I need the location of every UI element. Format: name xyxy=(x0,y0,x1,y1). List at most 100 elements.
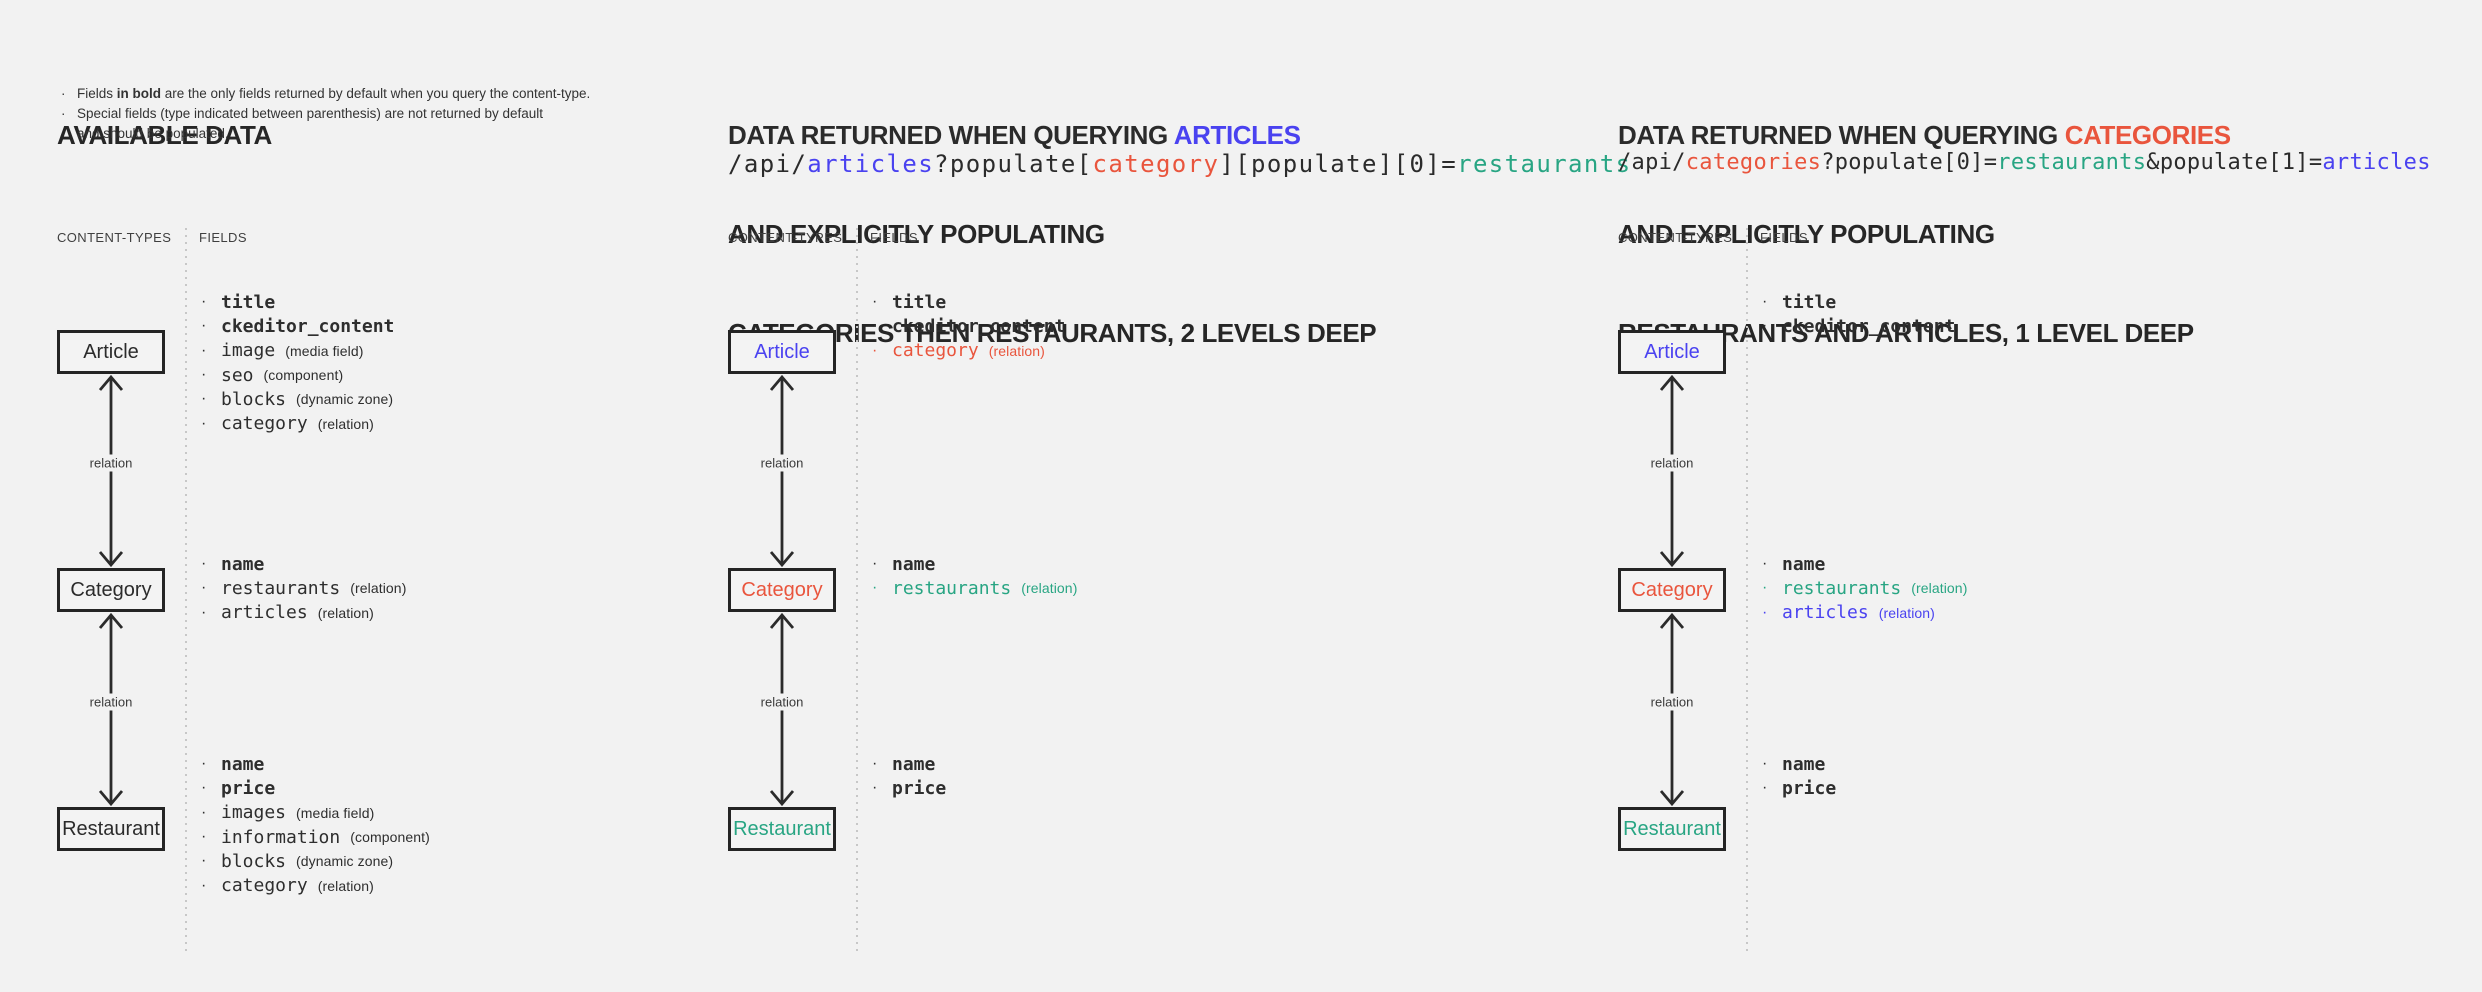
field-name: category xyxy=(221,875,308,897)
code-segment: category xyxy=(1092,150,1220,178)
content-types-header: CONTENT-TYPES xyxy=(728,230,843,245)
title-line: AVAILABLE DATA xyxy=(57,119,272,150)
field-name: blocks xyxy=(221,388,287,410)
note-item: · Fields in bold are the only fields ret… xyxy=(58,84,590,104)
field-item: · category (relation) xyxy=(199,873,430,897)
field-item: · blocks (dynamic zone) xyxy=(199,387,394,411)
title-segment: CATEGORIES xyxy=(2064,119,2231,150)
code-segment: ?populate[ xyxy=(934,150,1093,178)
title-line: DATA RETURNED WHEN QUERYING ARTICLES xyxy=(728,119,1376,152)
box-label: Restaurant xyxy=(62,817,160,840)
code-segment: ][populate][0]= xyxy=(1219,150,1458,178)
relation-label: relation xyxy=(85,454,137,472)
content-types-header: CONTENT-TYPES xyxy=(57,230,172,245)
bullet-icon: · xyxy=(872,555,878,573)
field-item: ·category(relation) xyxy=(199,411,394,435)
field-name: price xyxy=(221,777,276,799)
column-separator xyxy=(185,228,187,955)
box-label: Restaurant xyxy=(733,817,831,840)
box-label: Article xyxy=(1644,340,1700,363)
code-segment: restaurants xyxy=(1997,150,2147,175)
relation-arrow: relation xyxy=(1646,612,1698,807)
content-type-box-restaurant: Restaurant xyxy=(728,807,836,851)
content-type-box-restaurant: Restaurant xyxy=(57,807,165,851)
bullet-icon: · xyxy=(1762,779,1768,797)
field-list-restaurant: ·name·price xyxy=(870,752,946,801)
field-name: blocks xyxy=(221,850,287,872)
bullet-icon: · xyxy=(201,852,207,870)
code-segment: /api/ xyxy=(728,150,808,178)
field-item: · price xyxy=(1760,776,1836,800)
field-type: (relation) xyxy=(317,877,374,894)
relation-label: relation xyxy=(756,454,808,472)
bullet-icon: · xyxy=(201,579,207,597)
field-list-restaurant: ·name·price·images(media field)·informat… xyxy=(199,752,430,898)
field-list-category: ·name·restaurants(relation)·articles(rel… xyxy=(1760,552,1967,625)
bullet-icon: · xyxy=(872,779,878,797)
field-list-article: ·title·ckeditor_content·image(media fiel… xyxy=(199,290,394,436)
panel-query-categories: DATA RETURNED WHEN QUERYING CATEGORIES A… xyxy=(1618,0,2480,992)
field-name: price xyxy=(1782,777,1837,799)
content-type-box-article: Article xyxy=(57,330,165,374)
field-item: ·name xyxy=(199,752,430,776)
field-name: restaurants xyxy=(221,577,341,599)
field-name: information xyxy=(221,826,341,848)
field-name: price xyxy=(892,777,947,799)
field-name: ckeditor_content xyxy=(221,315,395,337)
relation-label: relation xyxy=(85,693,137,711)
title-segment: DATA RETURNED WHEN QUERYING xyxy=(728,119,1174,150)
bullet-icon: · xyxy=(1762,603,1768,621)
title-segment: DATA RETURNED WHEN QUERYING xyxy=(1618,119,2065,150)
field-item: ·price xyxy=(199,776,430,800)
field-name: seo xyxy=(221,364,254,386)
field-item: ·title xyxy=(870,290,1065,314)
relation-arrow: relation xyxy=(85,612,137,807)
field-name: articles xyxy=(1782,602,1869,624)
bullet-icon: · xyxy=(201,876,207,894)
code-segment: &populate[1]= xyxy=(2146,150,2323,175)
bullet-icon: · xyxy=(201,390,207,408)
field-type: (relation) xyxy=(1911,580,1968,597)
bullet-icon: · xyxy=(201,293,207,311)
field-item: ·name xyxy=(870,752,946,776)
title-line: AND EXPLICITLY POPULATING xyxy=(728,218,1105,249)
panel-query-articles: DATA RETURNED WHEN QUERYING ARTICLES AND… xyxy=(728,0,1630,992)
content-type-box-article: Article xyxy=(1618,330,1726,374)
field-item: ·title xyxy=(1760,290,1955,314)
field-type: (dynamic zone) xyxy=(296,391,394,408)
field-item: ·name xyxy=(1760,752,1836,776)
bullet-icon: · xyxy=(872,755,878,773)
bullet-icon: · xyxy=(1762,317,1768,335)
field-name: title xyxy=(892,291,947,313)
field-name: name xyxy=(221,553,265,575)
field-item: ·restaurants(relation) xyxy=(199,576,406,600)
field-name: restaurants xyxy=(1782,577,1902,599)
box-label: Category xyxy=(741,578,823,601)
fields-header: FIELDS xyxy=(199,230,247,245)
field-name: name xyxy=(1782,553,1826,575)
field-item: ·name xyxy=(199,552,406,576)
field-item: ·articles(relation) xyxy=(199,601,406,625)
field-type: (relation) xyxy=(317,415,374,432)
relation-label: relation xyxy=(1646,693,1698,711)
bullet-icon: · xyxy=(201,828,207,846)
content-types-header: CONTENT-TYPES xyxy=(1618,230,1733,245)
field-name: images xyxy=(221,802,287,824)
code-segment: /api/ xyxy=(1618,150,1686,175)
bullet-icon: · xyxy=(201,603,207,621)
bullet-icon: · xyxy=(201,317,207,335)
field-item: · ckeditor_content xyxy=(199,314,394,338)
fields-header: FIELDS xyxy=(1760,230,1808,245)
box-label: Article xyxy=(83,340,139,363)
code-segment: restaurants xyxy=(1457,150,1632,178)
field-item: ·images(media field) xyxy=(199,801,430,825)
field-list-article: ·title·ckeditor_content xyxy=(1760,290,1955,339)
field-item: ·category(relation) xyxy=(870,339,1065,363)
field-item: · name xyxy=(1760,552,1967,576)
bullet-icon: · xyxy=(61,106,66,121)
relation-arrow: relation xyxy=(85,374,137,568)
field-type: (relation) xyxy=(988,342,1045,359)
content-type-box-category: Category xyxy=(1618,568,1726,612)
bullet-icon: · xyxy=(1762,555,1768,573)
